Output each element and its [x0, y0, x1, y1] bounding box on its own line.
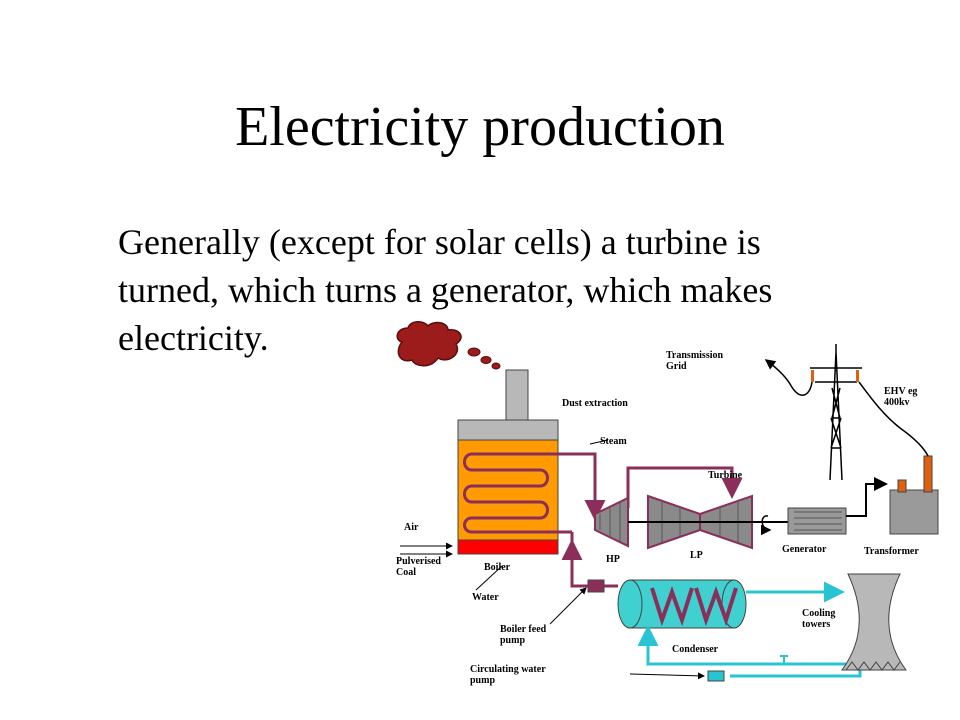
boiler-feed-pump: [587, 579, 605, 593]
label-cooling-1: Cooling: [802, 608, 835, 619]
label-dust-extraction: Dust extraction: [562, 398, 628, 409]
label-ehv-2: 400kv: [884, 397, 910, 408]
transformer: [889, 489, 939, 535]
label-ehv-1: EHV eg: [884, 386, 917, 397]
slide-body-text: Generally (except for solar cells) a tur…: [118, 222, 773, 358]
label-transmission-2: Grid: [666, 361, 687, 372]
slide-title: Electricity production: [235, 96, 725, 158]
label-hp: HP: [606, 554, 620, 565]
label-circulating-2: pump: [470, 675, 495, 686]
label-circulating-1: Circulating water: [470, 664, 546, 675]
label-boiler-feed-2: pump: [500, 635, 525, 646]
coupling-arrow-icon: [760, 515, 772, 536]
pylon-icon: [810, 344, 862, 481]
condenser: [617, 579, 747, 629]
boiler: [457, 439, 559, 541]
chimney: [505, 369, 529, 421]
label-pulverised-1: Pulverised: [396, 556, 441, 567]
label-air: Air: [404, 522, 419, 533]
label-cooling-2: towers: [802, 619, 830, 630]
label-condenser: Condenser: [672, 644, 719, 655]
dust-extraction-unit: [457, 419, 559, 441]
label-pulverised-2: Coal: [396, 567, 416, 578]
label-turbine: Turbine: [708, 470, 743, 481]
boiler-coil: [463, 452, 572, 534]
label-boiler-feed-1: Boiler feed: [500, 624, 547, 635]
power-plant-diagram: Transmission Grid EHV eg 400kv Dust extr…: [396, 321, 939, 686]
cooling-tower: [841, 573, 907, 671]
label-transformer: Transformer: [864, 546, 919, 557]
circulating-water-pump: [707, 670, 725, 682]
smoke-cloud-icon: [396, 321, 501, 370]
label-boiler: Boiler: [484, 562, 511, 573]
label-generator: Generator: [782, 544, 827, 555]
label-steam: Steam: [600, 436, 627, 447]
label-lp: LP: [690, 550, 703, 561]
steam-pipe: [540, 452, 606, 521]
hv-line-right: [858, 381, 929, 457]
generator-wire: [846, 477, 888, 517]
label-water: Water: [472, 592, 499, 603]
boiler-firebox: [457, 539, 559, 555]
pump-line: [730, 670, 862, 678]
label-transmission-1: Transmission: [666, 350, 723, 361]
hv-line-left: [764, 359, 813, 396]
